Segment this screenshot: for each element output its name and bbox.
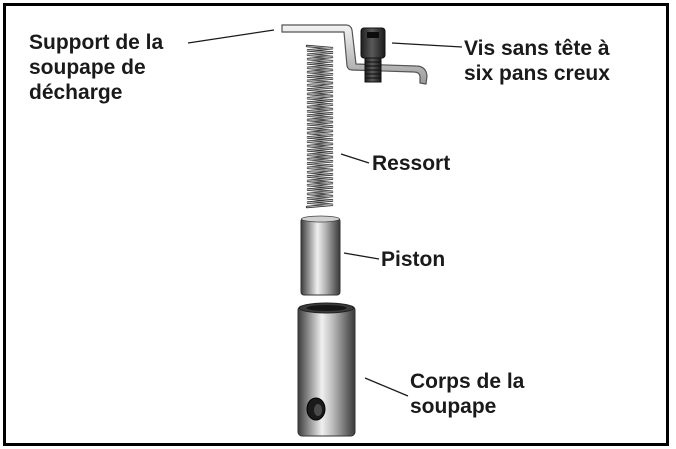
label-ressort: Ressort — [372, 152, 451, 175]
exploded-view-illustration — [187, 24, 463, 437]
spring — [305, 44, 334, 209]
label-corps: Corps de la soupape — [410, 370, 525, 418]
label-vis: Vis sans tête à six pans creux — [464, 37, 610, 85]
set-screw — [360, 27, 386, 83]
leader-ressort — [340, 153, 370, 164]
leader-lines — [187, 29, 463, 397]
leader-support — [187, 29, 275, 44]
label-support: Support de la soupape de décharge — [29, 31, 164, 104]
leader-vis — [391, 42, 463, 48]
leader-corps — [364, 377, 409, 397]
diagram-frame: Support de la soupape de décharge Vis sa… — [3, 3, 669, 446]
label-piston: Piston — [381, 248, 446, 271]
valve-body — [297, 302, 356, 437]
valve-support-bracket — [281, 24, 428, 85]
piston — [300, 215, 341, 296]
leader-piston — [343, 252, 380, 260]
